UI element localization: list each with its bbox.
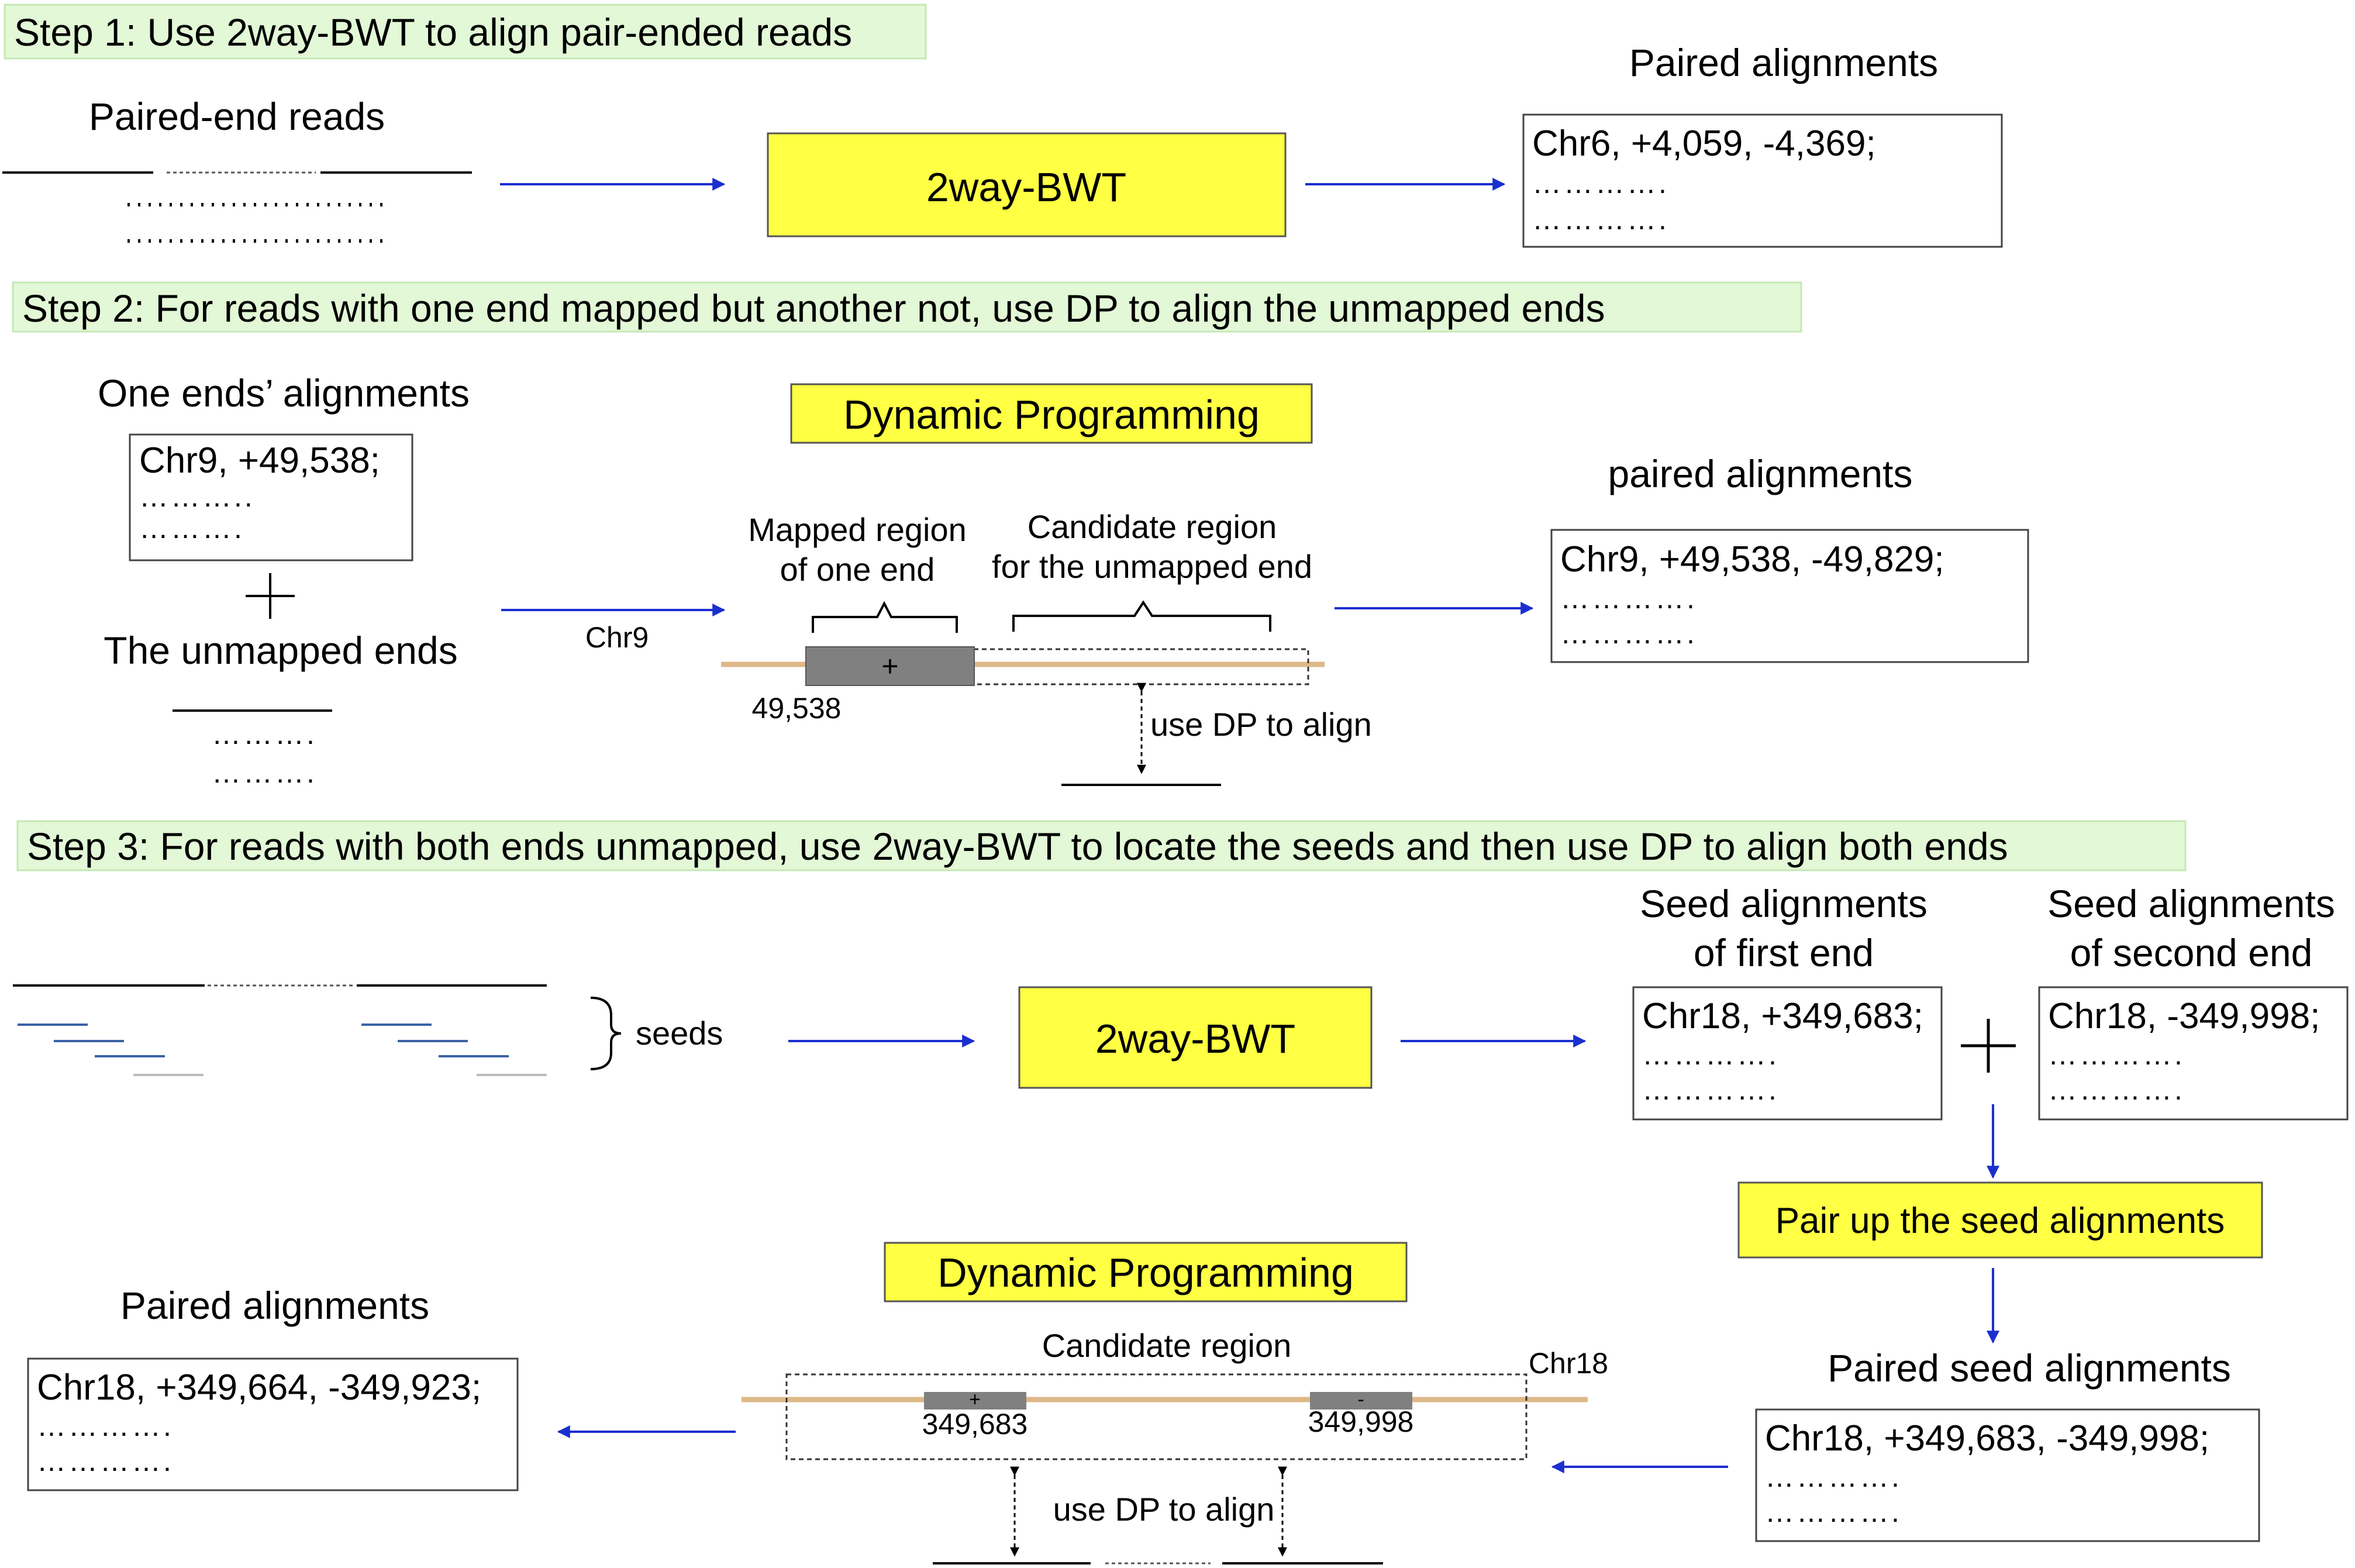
step3-output-line1: Chr18, +349,664, -349,923; bbox=[37, 1367, 481, 1408]
step1-bwt-label: 2way-BWT bbox=[926, 164, 1126, 210]
step2-output-box bbox=[1550, 529, 2029, 663]
step3-output-label: Paired alignments bbox=[120, 1284, 429, 1327]
mapped-position-label: 49,538 bbox=[752, 692, 842, 725]
seed-read-lines bbox=[13, 984, 547, 1076]
step2-section: Step 2: For reads with one end mapped bu… bbox=[12, 281, 2029, 789]
mapped-region-brace bbox=[812, 601, 958, 633]
candidate-region-brace bbox=[1012, 600, 1271, 632]
step1-bwt-box bbox=[767, 132, 1287, 237]
step1-output-line1: Chr6, +4,059, -4,369; bbox=[1532, 123, 1876, 164]
paired-seed-box bbox=[1755, 1408, 2260, 1542]
paired-seed-line2: …………. bbox=[1765, 1460, 1902, 1493]
paired-seed-line3: …………. bbox=[1765, 1495, 1902, 1528]
step3-output-line3: …………. bbox=[37, 1445, 174, 1477]
candidate-region-label: Candidate region bbox=[1042, 1327, 1292, 1364]
mapped-region-label-line1: Mapped region bbox=[748, 511, 967, 548]
mapped-region-bar bbox=[805, 646, 975, 686]
step3-title: Step 3: For reads with both ends unmappe… bbox=[27, 825, 2008, 868]
candidate-region-label-line1: Candidate region bbox=[1027, 508, 1277, 545]
mapped-strand-label: + bbox=[881, 650, 898, 683]
plus-seed-strand: + bbox=[969, 1388, 981, 1411]
plus-icon bbox=[246, 573, 295, 619]
second-end-label-line1: Seed alignments bbox=[2047, 882, 2335, 925]
first-end-box bbox=[1632, 986, 1943, 1121]
unmapped-dots1: ………. bbox=[212, 718, 317, 750]
step1-output-line3: …………. bbox=[1532, 203, 1669, 236]
step1-output-line2: …………. bbox=[1532, 167, 1669, 199]
first-end-label-line2: of first end bbox=[1694, 931, 1874, 974]
step2-output-line3: …………. bbox=[1560, 617, 1697, 650]
step3-section: Step 3: For reads with both ends unmappe… bbox=[13, 820, 2349, 1564]
paired-seed-line1: Chr18, +349,683, -349,998; bbox=[1765, 1418, 2209, 1459]
plus-seed-position: 349,683 bbox=[922, 1408, 1028, 1441]
first-end-label-line1: Seed alignments bbox=[1640, 882, 1928, 925]
chr18-label: Chr18 bbox=[1529, 1347, 1608, 1380]
step3-bwt-label: 2way-BWT bbox=[1095, 1016, 1295, 1062]
step1-title-band bbox=[4, 4, 927, 60]
step3-bwt-box bbox=[1018, 986, 1373, 1089]
step1-output-label: Paired alignments bbox=[1629, 41, 1938, 84]
step3-output-box bbox=[27, 1357, 519, 1491]
candidate-region-label-line2: for the unmapped end bbox=[992, 548, 1312, 585]
first-end-box-line2: …………. bbox=[1642, 1038, 1779, 1071]
step2-output-line2: …………. bbox=[1560, 582, 1697, 615]
second-end-box-line2: …………. bbox=[2048, 1038, 2185, 1071]
first-end-box-line3: …………. bbox=[1642, 1073, 1779, 1106]
minus-seed-strand: - bbox=[1357, 1388, 1364, 1411]
step2-title-band bbox=[12, 281, 1802, 333]
step3-candidate-dashed-box bbox=[785, 1373, 1528, 1460]
plus-icon bbox=[1961, 1019, 2016, 1073]
one-ends-line2: ……….. bbox=[139, 480, 255, 513]
first-end-box-line1: Chr18, +349,683; bbox=[1642, 996, 1923, 1036]
paired-seed-label: Paired seed alignments bbox=[1828, 1346, 2231, 1390]
step1-title: Step 1: Use 2way-BWT to align pair-ended… bbox=[14, 11, 852, 54]
second-end-label-line2: of second end bbox=[2070, 931, 2313, 974]
pair-up-box bbox=[1737, 1181, 2263, 1259]
step2-title: Step 2: For reads with one end mapped bu… bbox=[22, 287, 1605, 330]
step3-dp-box bbox=[884, 1242, 1408, 1302]
mapped-region-label-line2: of one end bbox=[780, 551, 935, 588]
one-ends-label: One ends’ alignments bbox=[98, 371, 470, 415]
step2-output-line1: Chr9, +49,538, -49,829; bbox=[1560, 539, 1944, 580]
pair-up-label: Pair up the seed alignments bbox=[1775, 1201, 2225, 1241]
paired-end-read-lines bbox=[2, 171, 472, 243]
one-ends-line3: ………. bbox=[139, 512, 244, 545]
use-dp-label: use DP to align bbox=[1150, 706, 1372, 743]
second-end-box-line1: Chr18, -349,998; bbox=[2048, 996, 2320, 1036]
step1-section: Step 1: Use 2way-BWT to align pair-ended… bbox=[2, 4, 2003, 248]
paired-end-reads-label: Paired-end reads bbox=[89, 95, 385, 138]
unmapped-dots2: ………. bbox=[212, 756, 317, 789]
minus-seed-bar bbox=[1310, 1392, 1412, 1410]
minus-seed-position: 349,998 bbox=[1308, 1405, 1414, 1438]
seeds-label: seeds bbox=[636, 1015, 723, 1052]
one-ends-box bbox=[129, 433, 413, 561]
chr9-arrow-label: Chr9 bbox=[585, 621, 649, 654]
second-end-box-line3: …………. bbox=[2048, 1073, 2185, 1106]
step1-output-box bbox=[1522, 113, 2003, 248]
second-end-box bbox=[2038, 986, 2349, 1121]
one-ends-line1: Chr9, +49,538; bbox=[139, 440, 380, 481]
step2-dp-label: Dynamic Programming bbox=[843, 392, 1260, 437]
step3-use-dp-label: use DP to align bbox=[1053, 1491, 1275, 1528]
step2-output-label: paired alignments bbox=[1608, 452, 1913, 495]
seeds-brace bbox=[590, 997, 622, 1070]
step2-dp-box bbox=[790, 383, 1313, 444]
step3-title-band bbox=[16, 820, 2187, 871]
step3-dp-label: Dynamic Programming bbox=[937, 1250, 1354, 1295]
plus-seed-bar bbox=[924, 1392, 1026, 1410]
step3-output-line2: …………. bbox=[37, 1410, 174, 1442]
unmapped-ends-label: The unmapped ends bbox=[104, 629, 457, 672]
